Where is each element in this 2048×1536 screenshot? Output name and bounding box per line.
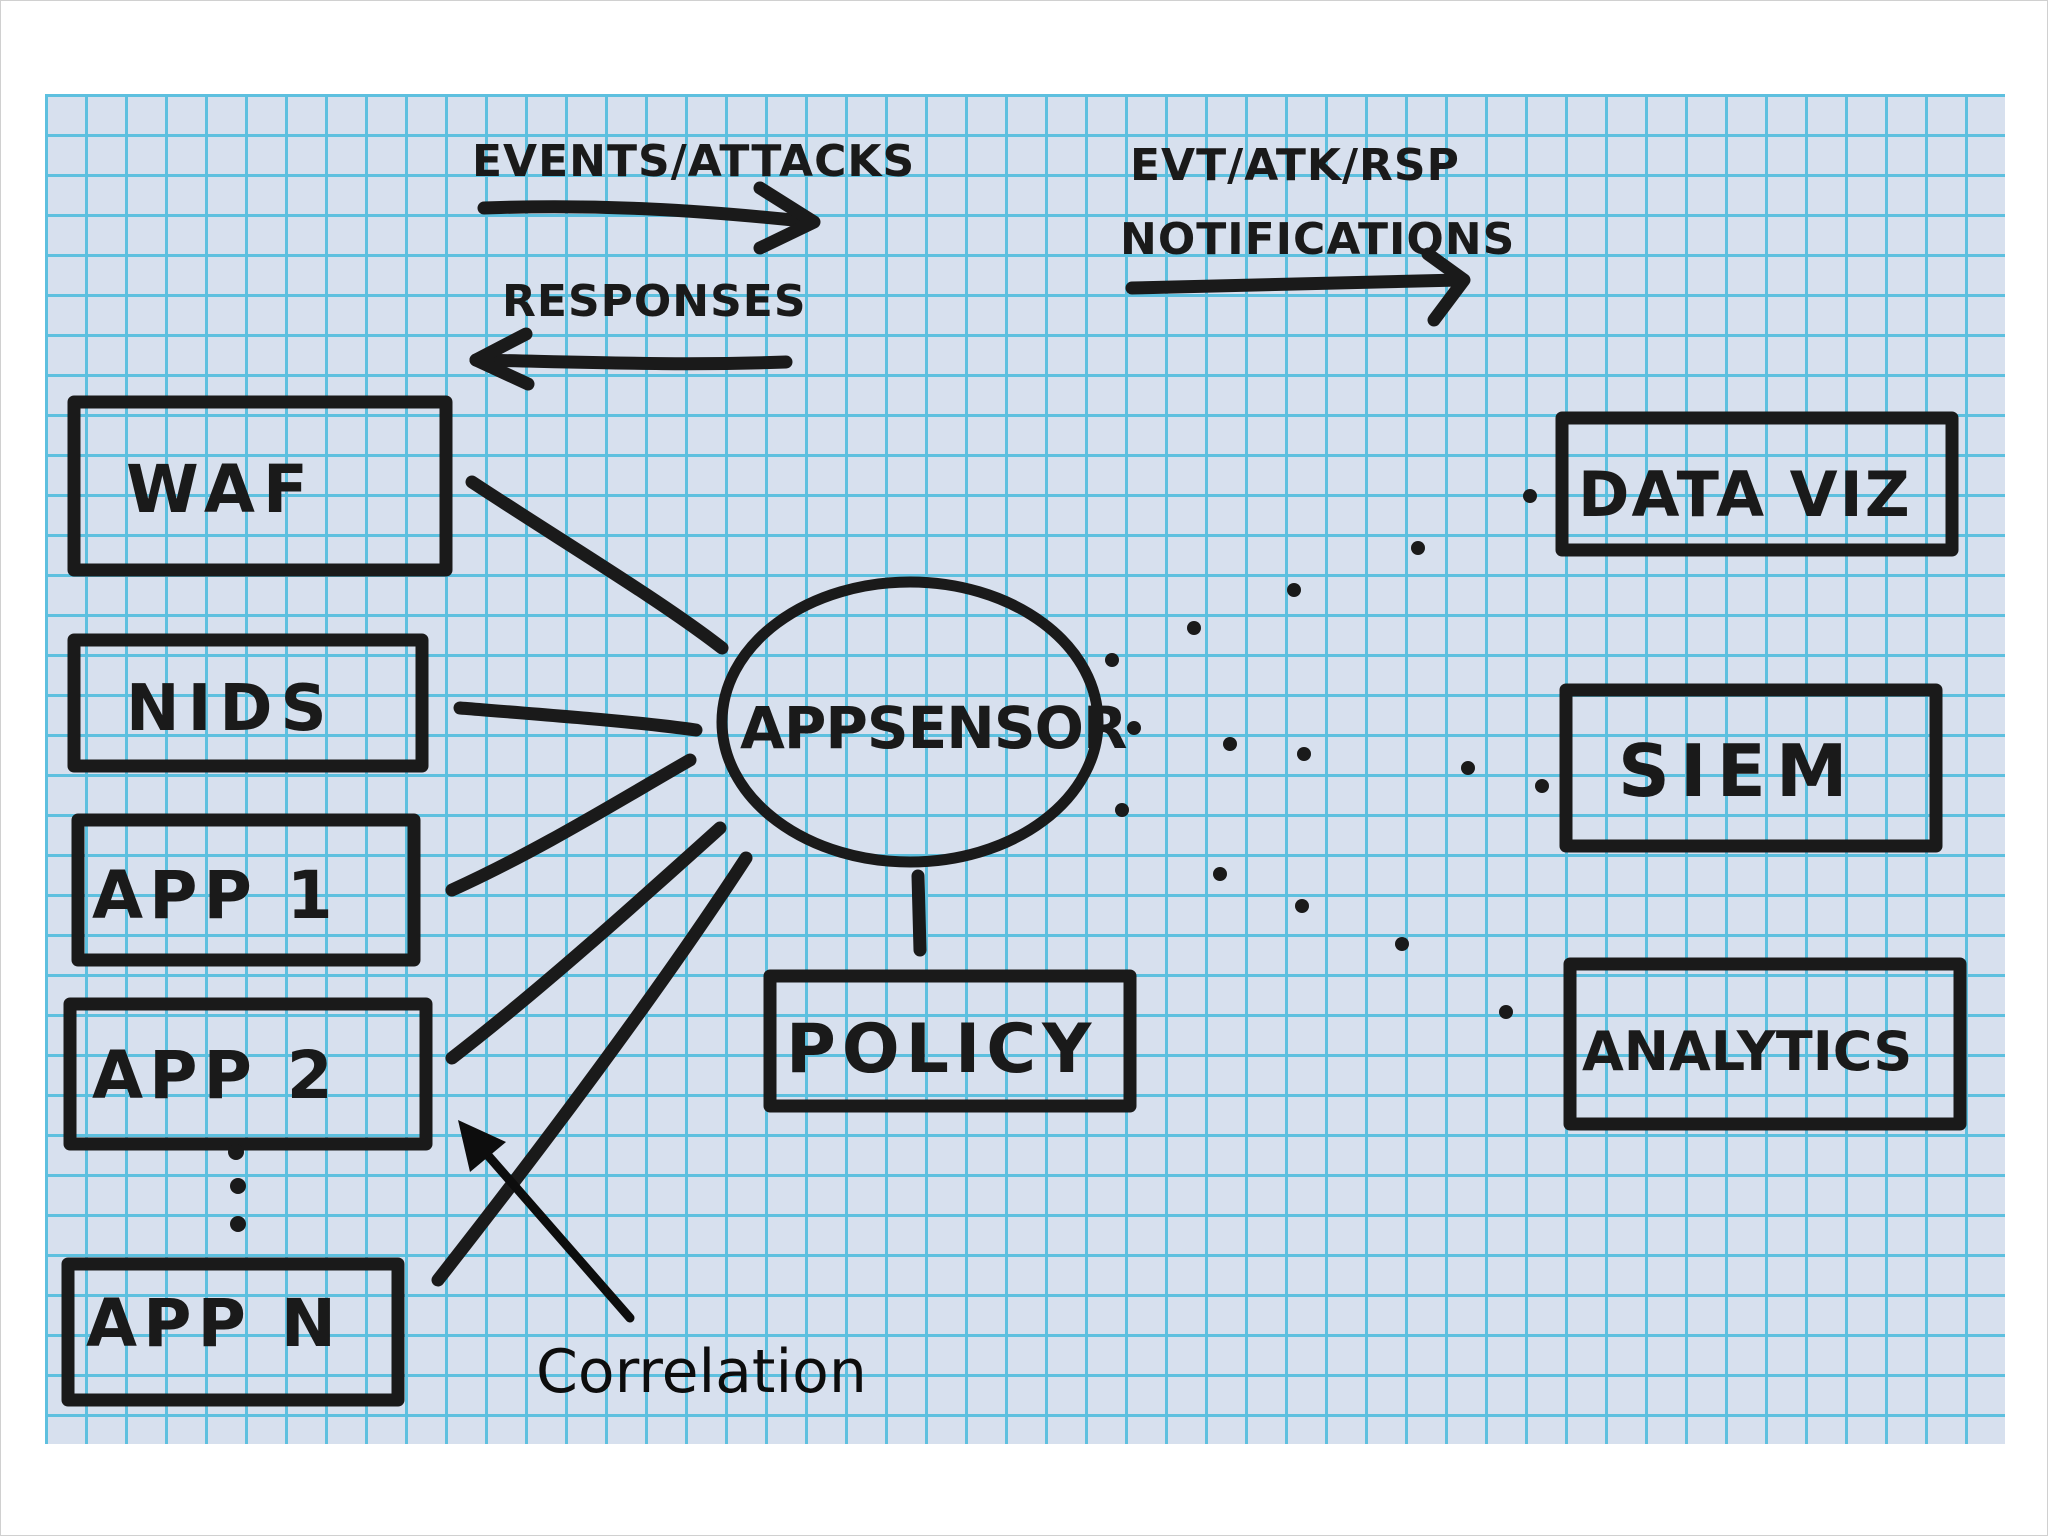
output-boxes: DATA VIZ SIEM ANALYTICS bbox=[1555, 411, 1967, 1131]
dot bbox=[1535, 779, 1549, 793]
dot bbox=[1213, 867, 1227, 881]
dot bbox=[1187, 621, 1201, 635]
app1-label: APP 1 bbox=[92, 857, 339, 934]
legend: EVENTS/ATTACKS RESPONSES EVT/ATK/RSP NOT… bbox=[469, 136, 1515, 391]
appsensor-circle bbox=[716, 576, 1104, 868]
waf-label: WAF bbox=[126, 451, 316, 528]
app2-box bbox=[63, 997, 433, 1151]
app1-box bbox=[71, 813, 421, 967]
nids-connector bbox=[453, 701, 703, 737]
policy-group: POLICY bbox=[763, 869, 1137, 1113]
data-viz-label: DATA VIZ bbox=[1578, 458, 1912, 531]
policy-label: POLICY bbox=[786, 1010, 1097, 1089]
nids-box bbox=[67, 633, 429, 773]
events-arrow-head bbox=[753, 181, 821, 255]
dot bbox=[1461, 761, 1475, 775]
dot bbox=[1297, 747, 1311, 761]
source-connectors bbox=[431, 475, 753, 1287]
responses-label: RESPONSES bbox=[502, 276, 807, 327]
correlation-label: Correlation bbox=[536, 1337, 867, 1407]
correlation-arrow-line bbox=[473, 1139, 635, 1323]
app2-connector bbox=[445, 821, 727, 1065]
dot bbox=[1411, 541, 1425, 555]
dot bbox=[1127, 721, 1141, 735]
dot bbox=[1395, 937, 1409, 951]
app1-connector bbox=[445, 753, 697, 897]
nids-label: NIDS bbox=[126, 672, 335, 746]
ellipsis-dot bbox=[228, 1144, 244, 1160]
dot bbox=[1105, 653, 1119, 667]
dot bbox=[1287, 583, 1301, 597]
notification-dots bbox=[1105, 489, 1549, 1019]
notifications-label-line1: EVT/ATK/RSP bbox=[1130, 140, 1460, 191]
correlation-annotation: Correlation bbox=[458, 1120, 867, 1407]
appsensor-label: APPSENSOR bbox=[740, 694, 1127, 762]
grid-paper bbox=[45, 94, 2005, 1444]
waf-box bbox=[67, 395, 453, 577]
correlation-arrow-head bbox=[458, 1120, 506, 1172]
appn-label: APP N bbox=[86, 1285, 342, 1362]
appn-connector bbox=[431, 851, 753, 1287]
analytics-box bbox=[1563, 957, 1967, 1131]
notifications-arrow-head bbox=[1421, 247, 1471, 327]
source-boxes: WAF NIDS APP 1 APP 2 APP N bbox=[61, 395, 453, 1407]
events-attacks-label: EVENTS/ATTACKS bbox=[472, 136, 915, 187]
app2-label: APP 2 bbox=[92, 1037, 339, 1114]
ellipsis-dot bbox=[230, 1216, 246, 1232]
dot bbox=[1499, 1005, 1513, 1019]
responses-arrow-line bbox=[469, 353, 793, 371]
dot bbox=[1523, 489, 1537, 503]
waf-connector bbox=[465, 475, 729, 655]
ellipsis-dot bbox=[230, 1178, 246, 1194]
policy-connector bbox=[911, 869, 927, 957]
data-viz-box bbox=[1555, 411, 1959, 557]
appn-box bbox=[61, 1257, 405, 1407]
notifications-label-line2: NOTIFICATIONS bbox=[1120, 214, 1515, 265]
dot bbox=[1295, 899, 1309, 913]
appsensor-hub: APPSENSOR bbox=[716, 576, 1128, 868]
notifications-arrow-line bbox=[1125, 273, 1467, 295]
policy-box bbox=[763, 969, 1137, 1113]
siem-label: SIEM bbox=[1618, 729, 1857, 813]
dot bbox=[1223, 737, 1237, 751]
siem-box bbox=[1559, 683, 1943, 853]
dot bbox=[1115, 803, 1129, 817]
analytics-label: ANALYTICS bbox=[1582, 1020, 1912, 1083]
responses-arrow-head bbox=[469, 327, 535, 391]
events-arrow-line bbox=[477, 200, 819, 229]
